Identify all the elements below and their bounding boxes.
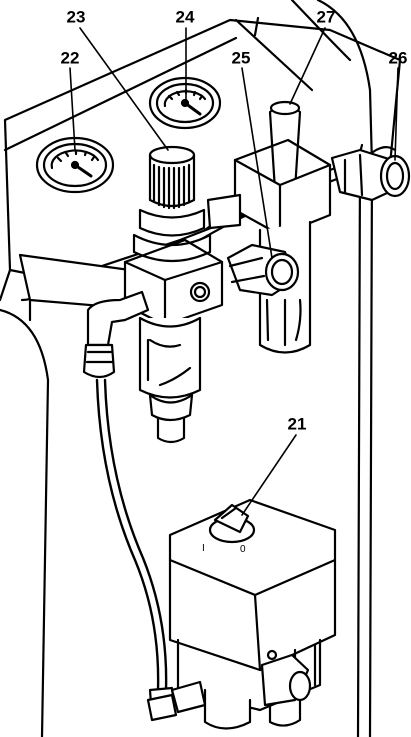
lubricator-25 xyxy=(206,100,332,354)
svg-text:0: 0 xyxy=(240,544,246,555)
housing-panel xyxy=(0,0,402,737)
callout-leaders xyxy=(69,27,399,516)
callout-24: 24 xyxy=(175,7,195,27)
pressure-switch-21: I 0 xyxy=(146,498,337,730)
callout-23: 23 xyxy=(66,7,86,27)
callout-21: 21 xyxy=(287,414,307,434)
callout-27: 27 xyxy=(316,7,336,27)
callout-25: 25 xyxy=(231,48,251,68)
hose-assembly xyxy=(82,290,177,720)
gauge-24 xyxy=(148,76,222,130)
filter-regulator-23 xyxy=(123,145,224,444)
svg-text:I: I xyxy=(202,543,205,554)
coupling-26 xyxy=(330,148,411,202)
callout-22: 22 xyxy=(60,48,80,68)
callout-26: 26 xyxy=(388,48,408,68)
